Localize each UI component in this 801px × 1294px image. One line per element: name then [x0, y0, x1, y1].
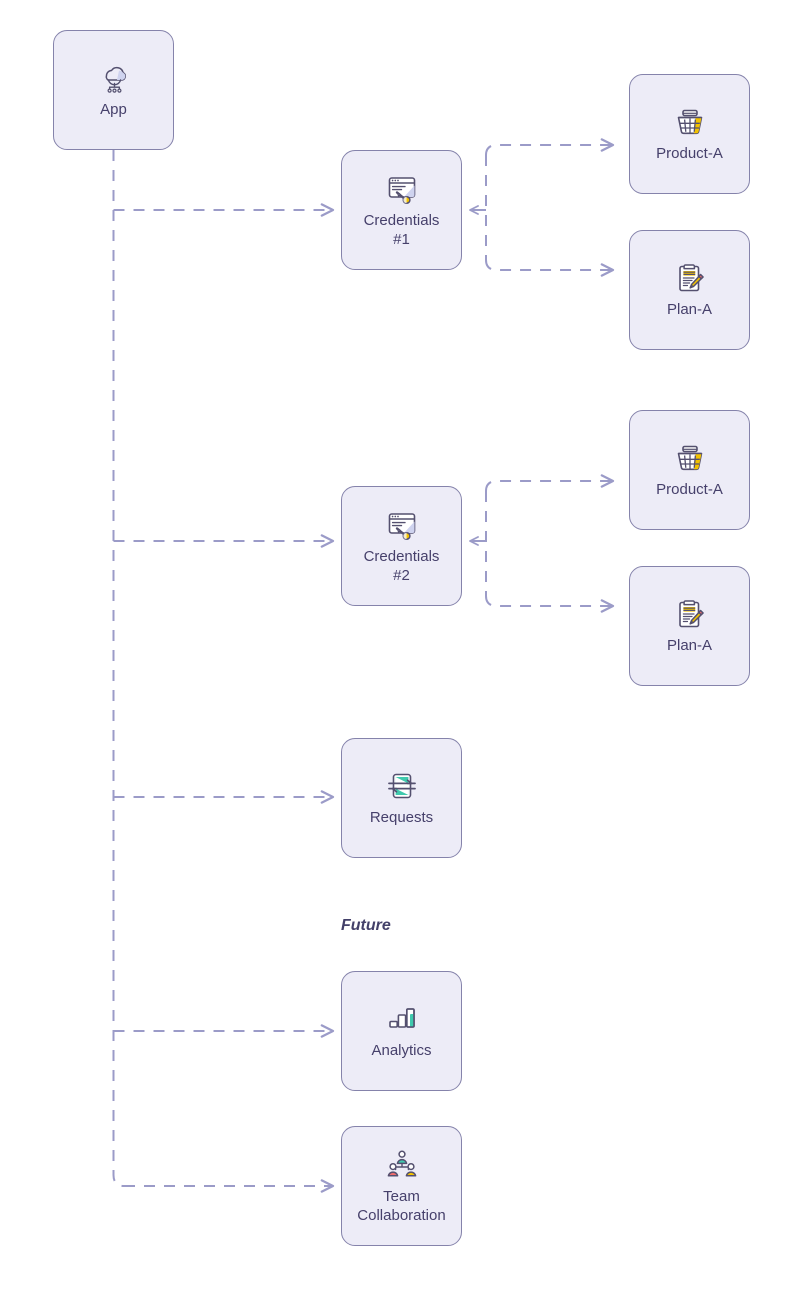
node-app[interactable]: App — [53, 30, 174, 150]
bar-chart-icon — [385, 1002, 419, 1036]
edge-credentials1-riser — [485, 138, 615, 156]
node-analytics[interactable]: Analytics — [341, 971, 462, 1091]
section-label-future: Future — [341, 917, 391, 934]
node-label: Credentials #2 — [363, 547, 440, 584]
edge-credentials1-faller — [485, 259, 615, 277]
node-requests[interactable]: Requests — [341, 738, 462, 858]
node-product-a-1[interactable]: Product-A — [629, 74, 750, 194]
node-label: Requests — [369, 809, 434, 826]
node-label: Team Collaboration — [357, 1187, 446, 1224]
browser-key-icon — [385, 508, 419, 542]
node-label: Plan-A — [666, 637, 713, 654]
clipboard-pencil-icon — [673, 597, 707, 631]
sync-exchange-icon — [385, 769, 419, 803]
node-plan-a-1[interactable]: Plan-A — [629, 230, 750, 350]
cloud-network-icon — [97, 61, 131, 95]
node-credentials-1[interactable]: Credentials #1 — [341, 150, 462, 270]
edge-app-trunk — [112, 150, 125, 1187]
clipboard-pencil-icon — [673, 261, 707, 295]
node-label: Credentials #1 — [363, 211, 440, 248]
basket-icon — [673, 441, 707, 475]
node-product-a-2[interactable]: Product-A — [629, 410, 750, 530]
edge-credentials2-faller — [485, 595, 615, 613]
team-people-icon — [385, 1148, 419, 1182]
browser-key-icon — [385, 172, 419, 206]
basket-icon — [673, 105, 707, 139]
node-label: Plan-A — [666, 301, 713, 318]
node-label: Product-A — [656, 481, 723, 498]
node-team-collaboration[interactable]: Team Collaboration — [341, 1126, 462, 1246]
edge-credentials2-riser — [485, 474, 615, 492]
node-label: Product-A — [656, 145, 723, 162]
node-label: App — [100, 101, 127, 118]
node-credentials-2[interactable]: Credentials #2 — [341, 486, 462, 606]
node-label: Analytics — [371, 1042, 432, 1059]
node-plan-a-2[interactable]: Plan-A — [629, 566, 750, 686]
